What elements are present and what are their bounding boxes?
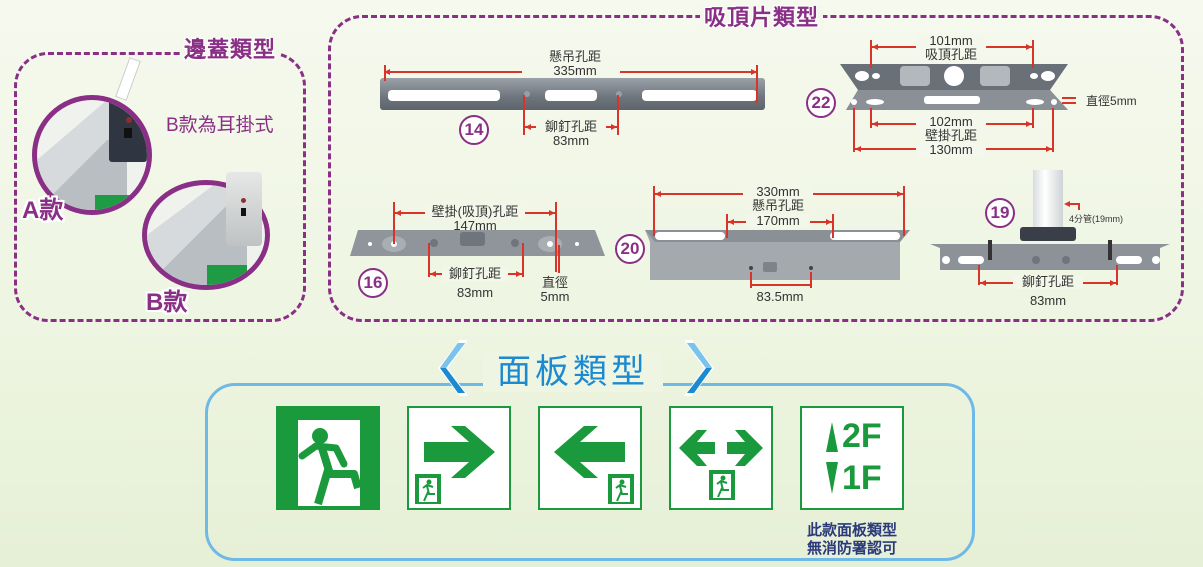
bracket-22-dim-4-label: 直徑 [1086,94,1111,108]
bracket-16-dim-3-label: 直徑 [541,275,568,290]
bracket-14-plate [380,78,765,110]
bracket-16-dim-1-label: 壁掛(吸頂)孔距 [425,205,525,219]
sign-arrow-left [538,406,642,510]
sign-running-man [276,406,380,510]
variant-a-label: A款 [22,197,64,224]
ear-hook-cap [226,172,262,246]
floor-down-label: 1F [842,459,882,497]
arrow-left-icon [554,426,634,504]
bracket-20-plate [645,230,910,280]
variant-a-photo [32,95,152,215]
chevron-right-icon[interactable] [684,340,718,396]
bracket-22-dim-2-label: 壁掛孔距 [924,128,977,143]
bracket-22-dim-2-value: 102mm [916,115,986,129]
bracket-22-dim-1-value: 101mm [916,34,986,48]
bracket-22-plate [840,62,1068,112]
exit-running-man-icon [298,420,362,506]
arrow-right-icon [415,426,495,504]
bracket-19-badge: 19 [985,198,1015,228]
bracket-22-dim-3-value: 130mm [916,143,986,157]
bracket-14-dim-1-value: 335mm [553,63,597,78]
bracket-14-dim-2-label: 鉚釘孔距 [536,120,606,134]
ceiling-bracket-title: 吸頂片類型 [700,6,824,30]
floor-indicator-icon [826,422,838,494]
bracket-22-dim-4-value: 5mm [1110,94,1137,108]
bracket-19-dim-2-label: 鉚釘孔距 [1013,275,1083,289]
bracket-16-dim-3-value: 5mm [540,289,570,304]
bracket-16-dim-2-label: 鉚釘孔距 [442,267,508,281]
bracket-19-dim-1-label: 4分管 [1069,214,1093,224]
bracket-19-dim-1-value: (19mm) [1092,214,1124,224]
sign-arrow-both [669,406,773,510]
edge-cover-section [14,52,306,322]
panel-disclaimer-line2: 無消防署認可 [806,540,897,557]
bracket-14-dim-2-value: 83mm [552,133,590,148]
bracket-20-dim-3-value: 83.5mm [756,289,804,304]
sign-floor: 2F 1F [800,406,904,510]
chevron-left-icon[interactable] [434,340,468,396]
variant-b-label: B款 [146,289,188,316]
floor-up-label: 2F [842,417,882,455]
panel-disclaimer-line1: 此款面板類型 [806,522,897,539]
bracket-22-badge: 22 [806,88,836,118]
bracket-16-dim-1-value: 147mm [453,218,497,233]
bracket-19-dim-2-value: 83mm [1029,293,1067,308]
edge-cover-note: B款為耳掛式 [166,115,274,136]
bracket-16-badge: 16 [358,268,388,298]
bracket-14-badge: 14 [459,115,489,145]
panel-types-title: 面板類型 [483,352,663,392]
bracket-19-pipe [1033,170,1063,230]
bracket-20-dim-2-value: 170mm [746,214,810,228]
bracket-20-dim-1-label: 懸吊孔距 [751,198,804,213]
bracket-16-dim-2-value: 83mm [456,285,494,300]
bracket-16-plate [350,230,605,258]
bracket-19-plate [930,240,1170,272]
bracket-20-badge: 20 [615,234,645,264]
edge-cover-title: 邊蓋類型 [180,38,281,62]
sign-arrow-right [407,406,511,510]
bracket-14-dim-1-label: 懸吊孔距 [548,49,601,64]
bracket-22-dim-1-label: 吸頂孔距 [924,47,977,62]
arrow-left-right-icon [679,430,763,500]
bracket-20-dim-1-value: 330mm [743,185,813,199]
